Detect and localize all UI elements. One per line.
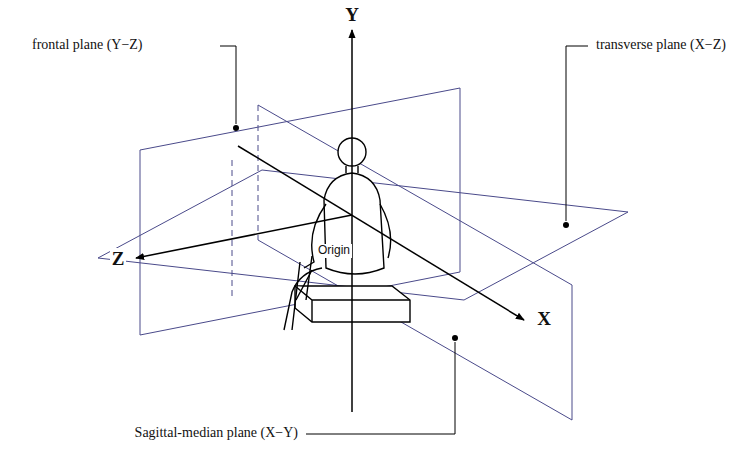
y-axis [351, 30, 353, 412]
sagittal-plane [258, 105, 572, 420]
axis-label: X [535, 308, 553, 330]
x-axis [238, 146, 524, 320]
axis-label: Z [110, 248, 127, 270]
transverse-plane [98, 170, 628, 300]
leader-dot [452, 335, 458, 341]
leader-line [220, 46, 236, 124]
plane-label: frontal plane (Y−Z) [30, 37, 145, 53]
axis-label: Y [343, 4, 361, 26]
hidden-edge [258, 105, 259, 240]
origin-label: Origin [316, 244, 352, 258]
leader-dot [233, 125, 239, 131]
plane-label: transverse plane (X−Z) [594, 37, 728, 53]
frontal-plane [140, 88, 460, 335]
plane-label: Sagittal-median plane (X−Y) [133, 425, 300, 441]
leader-line [566, 46, 588, 221]
leader-dot [563, 222, 569, 228]
seated-figure [284, 138, 410, 330]
z-axis [136, 215, 352, 258]
hidden-edge [232, 160, 233, 300]
leader-line [306, 342, 455, 434]
